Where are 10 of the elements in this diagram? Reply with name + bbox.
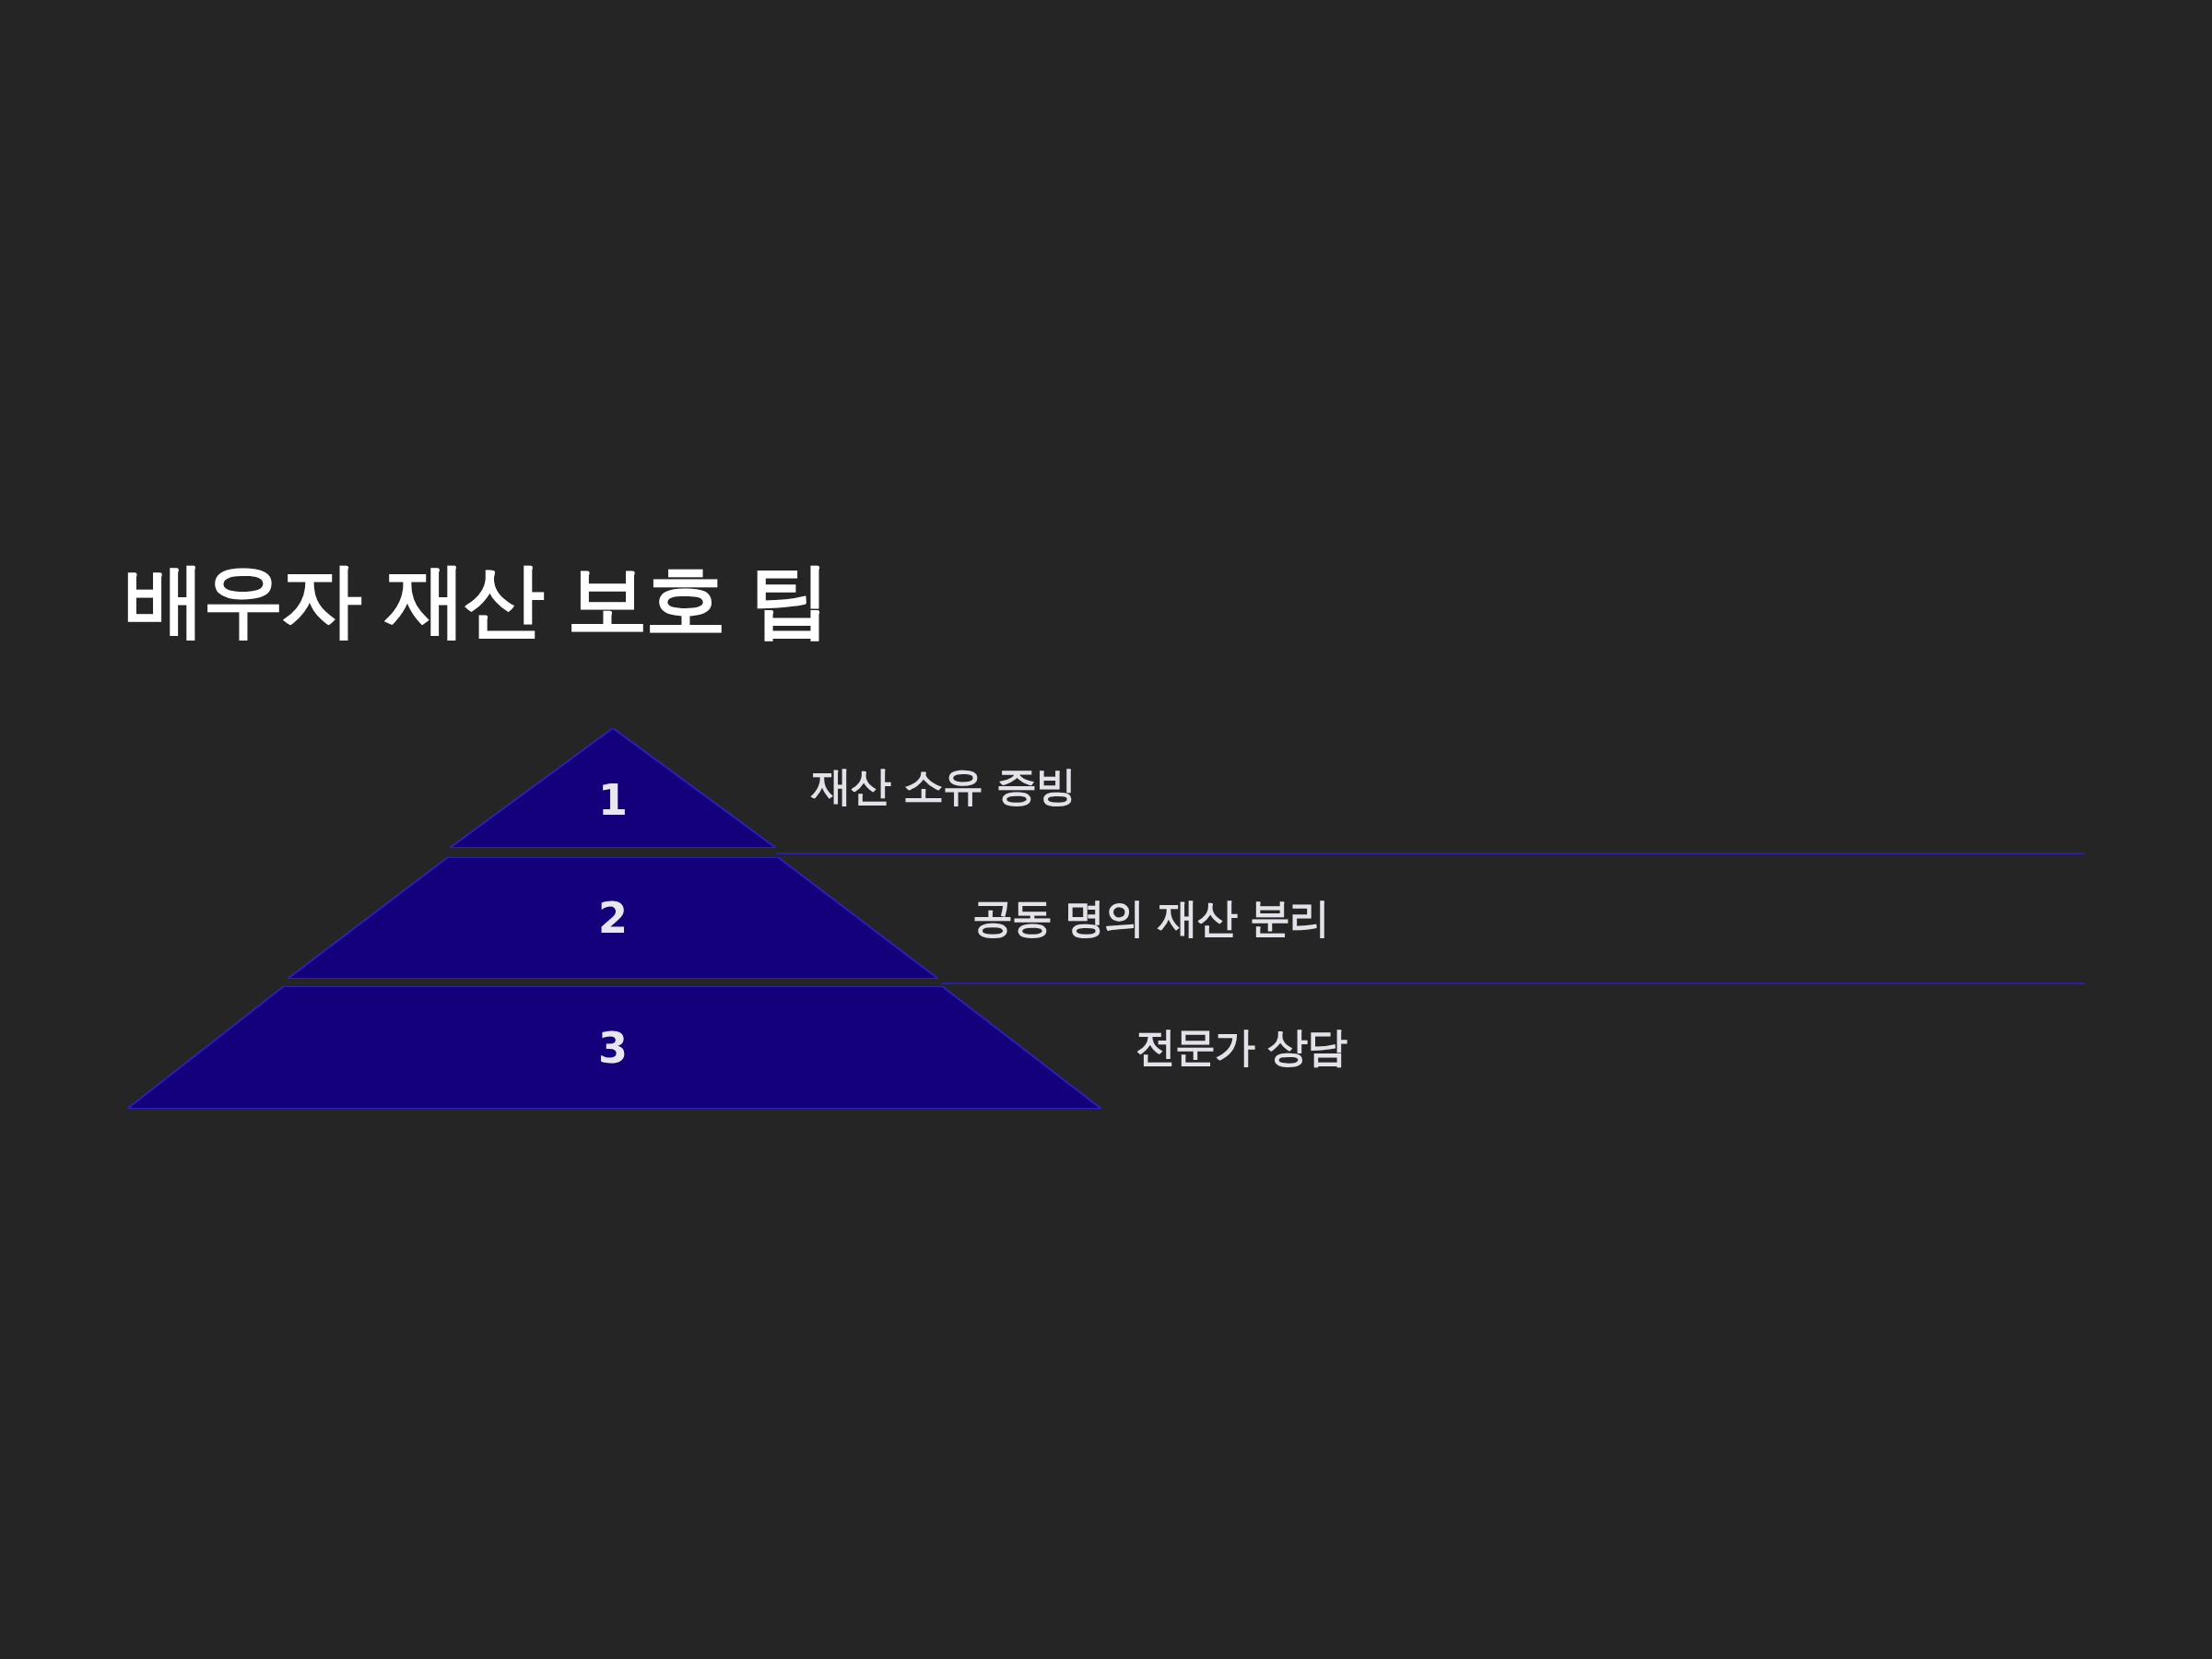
layer-caption: 전문가 상담 (1135, 1022, 1347, 1072)
layer-caption: 재산 소유 증빙 (811, 761, 1076, 811)
step-number: 3 (598, 1022, 628, 1073)
title: 배우자 재산 보호 팁 (124, 551, 828, 649)
pyramid-layer (288, 857, 938, 979)
layer-caption: 공동 명의 재산 분리 (972, 893, 1329, 943)
pyramid-top-triangle (450, 728, 776, 848)
step-number: 1 (598, 775, 628, 825)
step-number: 2 (598, 893, 628, 943)
pyramid-layer (127, 986, 1101, 1109)
